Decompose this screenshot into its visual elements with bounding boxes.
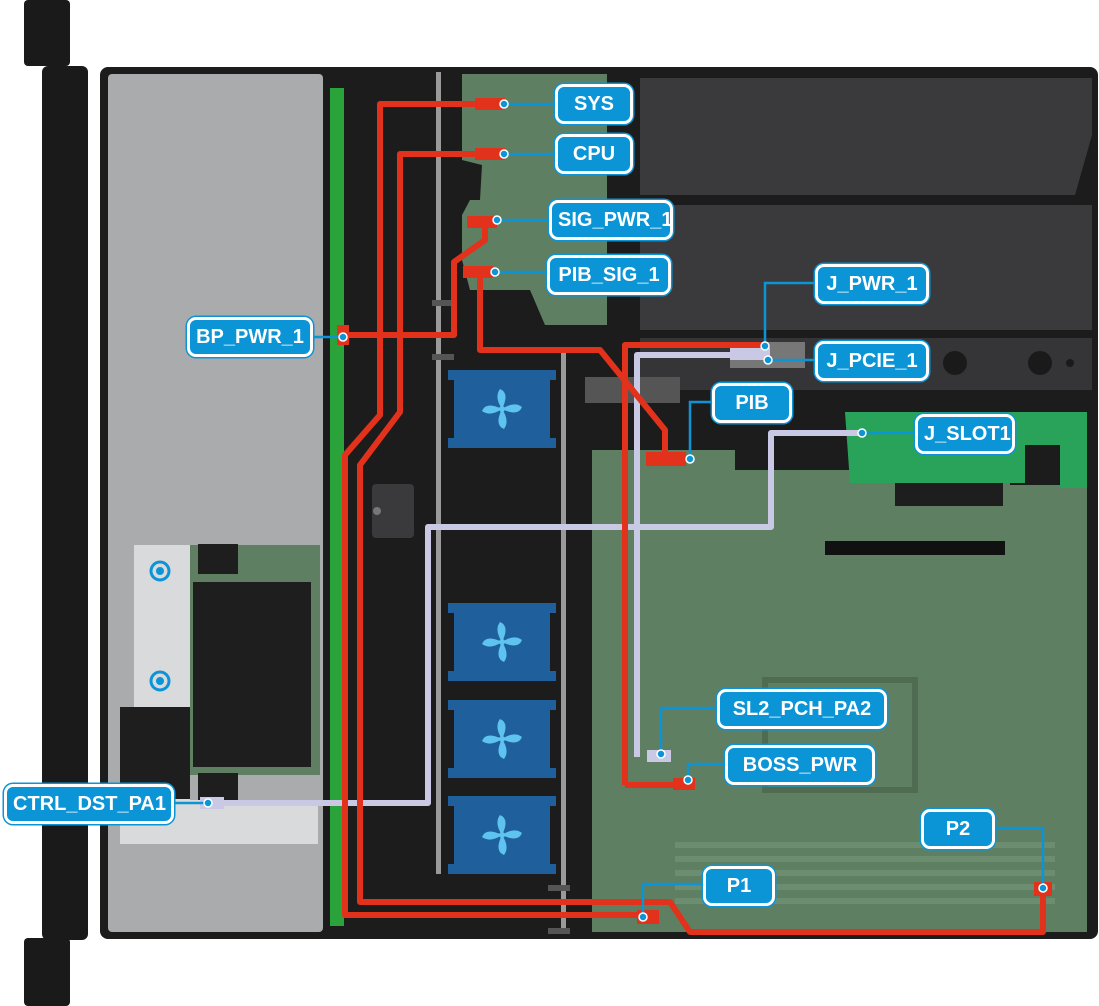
- fan-icon: [448, 700, 556, 778]
- screw-icon: [149, 670, 171, 692]
- signal-cables: [210, 352, 862, 806]
- callout-boss-pwr: BOSS_PWR: [725, 745, 875, 785]
- storage-controller-card: [120, 544, 320, 844]
- callout-j-slot1: J_SLOT1: [915, 414, 1015, 454]
- callout-cpu: CPU: [555, 134, 633, 174]
- callout-sl2-pch-pa2: SL2_PCH_PA2: [717, 689, 887, 729]
- callout-bp-pwr-1: BP_PWR_1: [187, 317, 313, 357]
- fan-array: [448, 370, 556, 874]
- callout-j-pcie-1: J_PCIE_1: [815, 341, 929, 381]
- fan-icon: [448, 370, 556, 448]
- screw-icon: [149, 560, 171, 582]
- rack-rail: [24, 0, 88, 1006]
- callout-j-pwr-1: J_PWR_1: [815, 264, 929, 304]
- callout-p1: P1: [703, 866, 775, 906]
- fan-icon: [448, 796, 556, 874]
- connectors: [337, 98, 1052, 924]
- dimm-slots: [675, 842, 1055, 904]
- callout-sig-pwr-1: SIG_PWR_1: [549, 200, 673, 240]
- fan-icon: [448, 603, 556, 681]
- callout-p2: P2: [921, 809, 995, 849]
- power-cables: [342, 101, 1046, 935]
- callout-ctrl-dst-pa1: CTRL_DST_PA1: [4, 784, 174, 824]
- leader-dots: [203, 99, 1048, 922]
- callout-pib: PIB: [712, 383, 792, 423]
- backplane: [330, 88, 344, 926]
- leader-lines: [172, 102, 1045, 915]
- callout-pib-sig-1: PIB_SIG_1: [547, 255, 671, 295]
- callout-sys: SYS: [555, 84, 633, 124]
